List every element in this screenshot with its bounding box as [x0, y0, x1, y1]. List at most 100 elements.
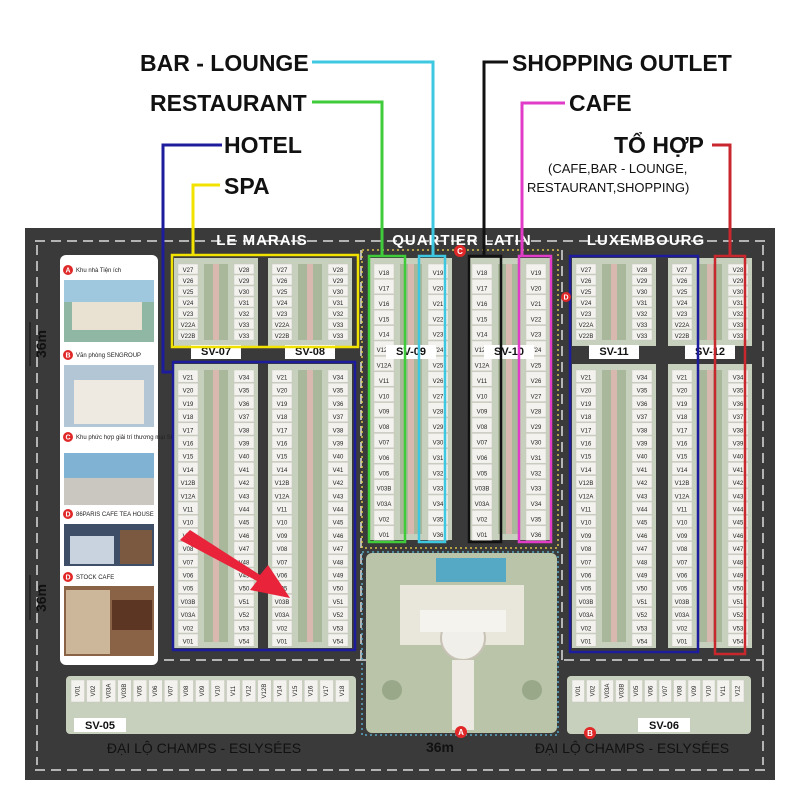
bar-lounge-leader — [312, 60, 435, 256]
villa-lot-label: V22 — [531, 317, 542, 323]
villa-lot — [271, 396, 293, 409]
villa-lot-label: V33 — [333, 334, 344, 340]
villa-lot-label: V20 — [581, 389, 592, 395]
villa-lot-label: V12B — [675, 481, 690, 487]
villa-lot — [702, 679, 716, 703]
villa-lot-label: V17 — [379, 286, 390, 292]
villa-lot-label: V28 — [733, 268, 744, 274]
villa-lot — [373, 494, 395, 510]
villa-lot-label: V08 — [184, 685, 190, 696]
villa-lot — [177, 475, 199, 489]
villa-lot — [233, 607, 255, 621]
villa-lot — [427, 525, 449, 541]
villa-lot-label: V25 — [433, 363, 444, 369]
villa-lot-label: V37 — [733, 415, 744, 421]
villa-lot — [86, 679, 101, 703]
villa-lot-label: V14 — [581, 468, 592, 474]
villa-lot-label: V28 — [637, 268, 648, 274]
villa-lot — [373, 325, 395, 341]
villa-lot — [727, 607, 749, 621]
villa-lot-label: V26 — [277, 279, 288, 285]
villa-lot — [525, 294, 547, 310]
villa-lot-label: V20 — [277, 389, 288, 395]
villa-lot — [525, 433, 547, 449]
villa-lot-label: V22B — [181, 334, 196, 340]
villa-lot-label: V35 — [433, 517, 444, 523]
villa-lot-label: V15 — [293, 685, 299, 696]
villa-lot-label: V22 — [433, 317, 444, 323]
villa-lot-label: V33 — [637, 323, 648, 329]
villa-lot — [271, 274, 293, 286]
villa-lot — [671, 285, 693, 297]
marker-b: B — [587, 729, 593, 738]
villa-lot — [177, 580, 199, 594]
villa-lot-label: V07 — [677, 560, 688, 566]
garden-path — [506, 264, 512, 534]
villa-lot — [631, 594, 653, 607]
spa-zone-outline — [170, 253, 360, 349]
garden-path — [213, 370, 219, 642]
villa-lot-label: V12A — [275, 494, 290, 500]
villa-lot — [644, 679, 658, 703]
villa-lot — [117, 679, 132, 703]
villa-lot-label: V33 — [637, 334, 648, 340]
villa-lot-label: V23 — [581, 312, 592, 318]
villa-lot — [525, 402, 547, 418]
villa-lot-label: V46 — [637, 534, 648, 540]
villa-lot-label: V02 — [183, 626, 194, 632]
villa-lot-label: V01 — [183, 640, 194, 646]
villa-lot — [525, 309, 547, 325]
villa-lot-label: V19 — [183, 402, 194, 408]
villa-lot-label: V21 — [433, 302, 444, 308]
villa-lot — [177, 369, 199, 383]
villa-lot-label: V52 — [637, 613, 648, 619]
villa-lot — [177, 409, 199, 423]
villa-lot — [575, 580, 597, 594]
villa-blocks: V27V26V25V24V23V22AV22BV28V29V30V31V32V3… — [66, 258, 752, 734]
villa-lot-label: V27 — [433, 394, 444, 400]
villa-lot-label: V25 — [677, 290, 688, 296]
villa-lot — [631, 514, 653, 528]
callout-spa: SPA — [224, 173, 270, 199]
villa-lot-label: V31 — [433, 456, 444, 462]
villa-lot-label: V45 — [239, 521, 250, 527]
villa-lot-label: V16 — [277, 442, 288, 448]
villa-lot — [271, 285, 293, 297]
villa-lot-label: V43 — [733, 494, 744, 500]
villa-lot — [271, 435, 293, 449]
villa-lot — [177, 607, 199, 621]
villa-lot — [271, 620, 293, 634]
villa-lot — [327, 528, 349, 541]
villa-lot-label: V03B — [619, 684, 625, 699]
villa-lot-label: V18 — [477, 271, 488, 277]
villa-lot — [373, 525, 395, 541]
villa-lot-label: V20 — [531, 286, 542, 292]
villa-lot — [471, 448, 493, 464]
villa-lot — [671, 567, 693, 581]
cafe-zone-outline — [517, 254, 553, 544]
villa-lot — [271, 307, 293, 319]
villa-lot — [727, 285, 749, 297]
villa-lot-label: V27 — [183, 268, 194, 274]
villa-lot-label: V14 — [183, 468, 194, 474]
svg-text:C: C — [65, 435, 70, 442]
villa-lot — [631, 329, 653, 341]
callout-shopping-outlet: SHOPPING OUTLET — [512, 50, 732, 76]
villa-lot — [671, 594, 693, 607]
red-arrow — [180, 530, 290, 598]
villa-lot — [233, 318, 255, 330]
villa-lot-label: V12A — [675, 494, 690, 500]
villa-lot — [327, 514, 349, 528]
villa-lot — [271, 318, 293, 330]
villa-lot — [271, 448, 293, 462]
villa-lot-label: V21 — [183, 376, 194, 382]
villa-lot — [631, 263, 653, 275]
villa-lot — [571, 679, 585, 703]
villa-lot — [631, 541, 653, 555]
villa-lot — [327, 382, 349, 396]
villa-lot — [631, 528, 653, 541]
villa-lot — [727, 448, 749, 462]
villa-lot-label: V50 — [239, 587, 250, 593]
villa-lot — [327, 329, 349, 341]
villa-lot-label: V26 — [183, 279, 194, 285]
